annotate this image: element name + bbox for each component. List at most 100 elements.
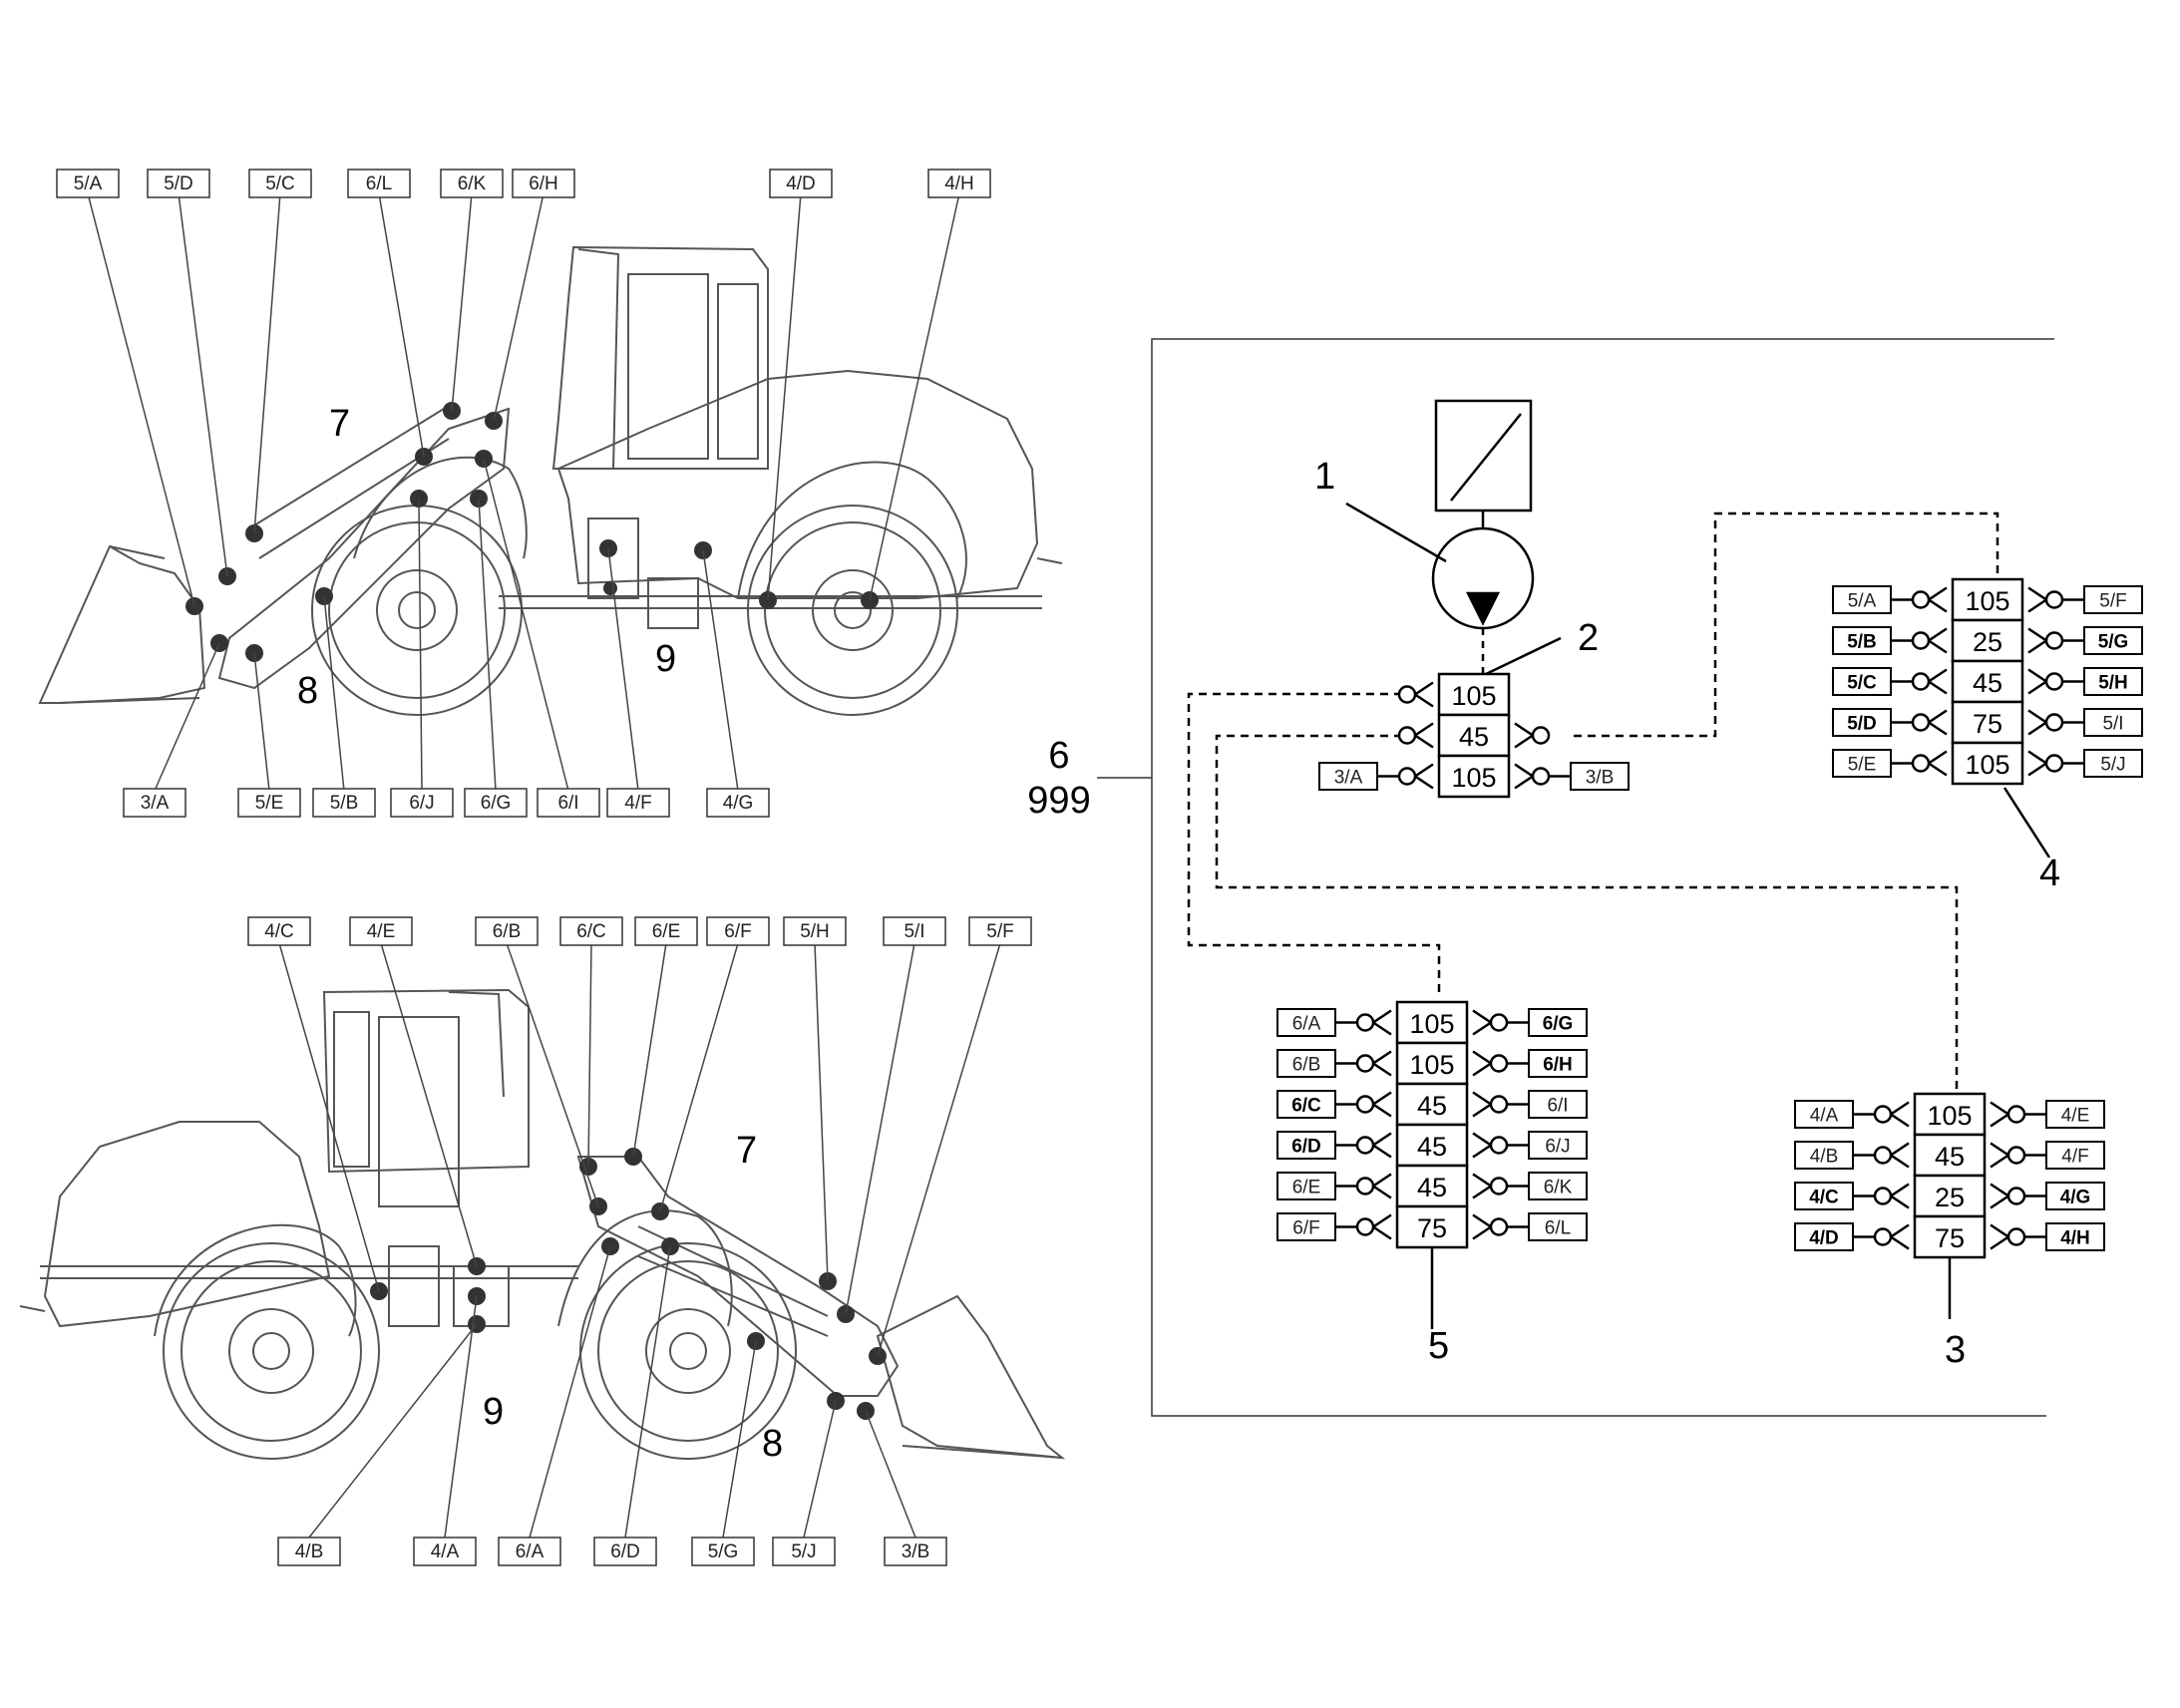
outlet-label: 5/A	[1848, 591, 1877, 612]
outlet-label: 6/D	[1291, 1137, 1321, 1158]
bottom-callout-5-h: 5/H	[783, 916, 847, 946]
outlet-label: 4/G	[2060, 1188, 2091, 1208]
metering-value: 45	[1417, 1091, 1447, 1121]
callout-text: 4/F	[624, 793, 651, 814]
bottom-loader-drawing	[19, 988, 1066, 1460]
top-callout-6-k: 6/K	[440, 169, 504, 198]
callout-text: 6/B	[493, 921, 522, 942]
bottom-callout-6-a: 6/A	[498, 1537, 561, 1566]
outlet-label: 4/D	[1809, 1228, 1839, 1249]
bottom-callout-4-e: 4/E	[349, 916, 413, 946]
metering-value: 105	[1927, 1101, 1972, 1131]
bottom-callout-5-i: 5/I	[883, 916, 946, 946]
top-callout-4-d: 4/D	[769, 169, 833, 198]
callout-text: 6/C	[576, 921, 606, 942]
callout-text: 5/G	[708, 1541, 739, 1562]
top-callout-6-j: 6/J	[390, 788, 454, 818]
outlet-label: 4/E	[2061, 1106, 2090, 1127]
bottom-callout-3-b: 3/B	[884, 1537, 947, 1566]
top-loader-grease-points	[185, 402, 879, 662]
callout-text: 6/H	[529, 173, 558, 194]
frame-label-6: 6	[1048, 735, 1069, 777]
block4-leader	[2002, 787, 2051, 858]
metering-value: 45	[1417, 1132, 1447, 1162]
metering-value: 25	[1973, 627, 2002, 657]
outlet-label: 6/E	[1292, 1178, 1321, 1198]
metering-value: 75	[1417, 1213, 1447, 1243]
top-zone-7: 7	[329, 403, 350, 445]
top-callout-5-c: 5/C	[248, 169, 312, 198]
zone-numbers: 7 8 9 7 8 9	[297, 403, 783, 1465]
outlet-label: 5/I	[2102, 714, 2123, 735]
outlet-label: 5/C	[1847, 673, 1877, 694]
metering-value: 105	[1451, 681, 1496, 711]
distribution-pipes	[1187, 512, 1999, 1089]
callout-text: 4/B	[295, 1541, 324, 1562]
callout-text: 3/A	[141, 793, 170, 814]
outlet-label: 5/H	[2098, 673, 2128, 694]
top-callout-4-g: 4/G	[706, 788, 770, 818]
distributor-block-5: 105105454545756/A6/B6/C6/D6/E6/F6/G6/H6/…	[1276, 1000, 1588, 1329]
outlet-label: 6/I	[1547, 1096, 1568, 1117]
callout-text: 6/J	[409, 793, 434, 814]
callout-text: 6/K	[458, 173, 487, 194]
top-callout-4-h: 4/H	[927, 169, 991, 198]
callout-text: 3/B	[902, 1541, 930, 1562]
outlet-label: 6/C	[1291, 1096, 1321, 1117]
metering-value: 105	[1409, 1009, 1454, 1039]
frame-label-999: 999	[1027, 780, 1090, 822]
outlet-label: 3/B	[1586, 768, 1615, 789]
callout-text: 4/C	[264, 921, 294, 942]
outlet-label: 5/F	[2099, 591, 2126, 612]
bottom-callout-5-f: 5/F	[968, 916, 1032, 946]
callout-text: 6/A	[516, 1541, 545, 1562]
callout-text: 4/D	[786, 173, 816, 194]
block2-leader	[1485, 636, 1562, 676]
top-callout-5-d: 5/D	[147, 169, 210, 198]
callout-text: 5/A	[74, 173, 103, 194]
bottom-zone-7: 7	[736, 1130, 757, 1172]
top-callout-4-f: 4/F	[606, 788, 670, 818]
bottom-zone-8: 8	[762, 1423, 783, 1465]
bottom-callout-6-d: 6/D	[593, 1537, 657, 1566]
bottom-callout-6-e: 6/E	[634, 916, 698, 946]
top-loader-leaders	[87, 192, 960, 792]
outlet-label: 4/H	[2060, 1228, 2090, 1249]
pump-number: 1	[1314, 456, 1335, 498]
callout-text: 5/E	[255, 793, 284, 814]
outlet-label: 5/E	[1848, 755, 1877, 776]
callout-text: 6/F	[724, 921, 751, 942]
bottom-callout-4-c: 4/C	[247, 916, 311, 946]
top-callout-5-b: 5/B	[312, 788, 376, 818]
outlet-label: 6/B	[1292, 1055, 1321, 1076]
top-callout-6-g: 6/G	[464, 788, 528, 818]
metering-value: 105	[1451, 763, 1496, 793]
bottom-callout-6-c: 6/C	[559, 916, 623, 946]
callout-text: 5/I	[904, 921, 924, 942]
callout-text: 5/B	[330, 793, 359, 814]
outlet-label: 6/J	[1545, 1137, 1570, 1158]
outlet-label: 5/J	[2100, 755, 2125, 776]
block3-number: 3	[1945, 1329, 1966, 1371]
block4-number: 4	[2039, 853, 2060, 894]
callout-text: 6/G	[481, 793, 512, 814]
callout-text: 4/H	[944, 173, 974, 194]
callout-text: 6/D	[610, 1541, 640, 1562]
block2-number: 2	[1578, 617, 1599, 659]
top-zone-9: 9	[655, 638, 676, 680]
outlet-label: 6/F	[1292, 1218, 1319, 1239]
callout-text: 5/J	[791, 1541, 816, 1562]
metering-value: 45	[1935, 1142, 1965, 1172]
top-zone-8: 8	[297, 670, 318, 712]
distributor-block-4: 1052545751055/A5/B5/C5/D5/E5/F5/G5/H5/I5…	[1832, 577, 2143, 786]
bottom-callout-4-a: 4/A	[413, 1537, 477, 1566]
callout-text: 5/C	[265, 173, 295, 194]
outlet-label: 4/B	[1810, 1147, 1839, 1168]
outlet-label: 5/D	[1847, 714, 1877, 735]
top-callout-5-a: 5/A	[56, 169, 120, 198]
bottom-callout-6-b: 6/B	[475, 916, 539, 946]
top-callout-6-i: 6/I	[537, 788, 600, 818]
top-callout-3-a: 3/A	[123, 788, 186, 818]
